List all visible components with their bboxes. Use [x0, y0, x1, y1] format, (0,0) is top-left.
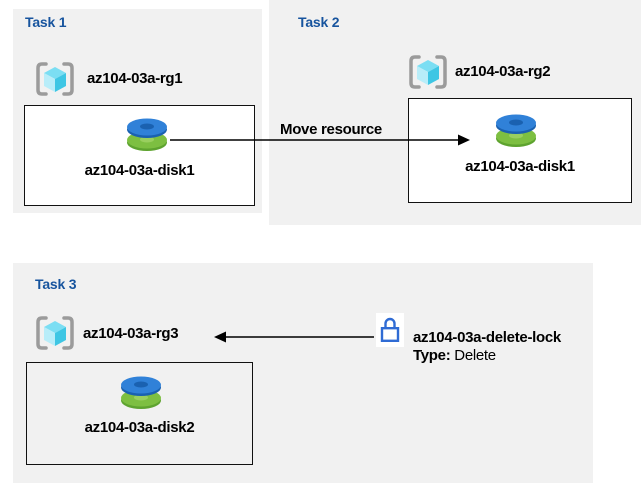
lock-type-label: Type: Delete: [413, 347, 496, 364]
task2-resource-label: az104-03a-disk1: [465, 158, 575, 175]
task3-panel: [13, 263, 593, 483]
task3-resource-group-label: az104-03a-rg3: [83, 325, 179, 342]
lock-icon: [376, 313, 404, 347]
task1-resource-box: az104-03a-disk1: [24, 105, 255, 206]
resource-group-icon: [33, 60, 77, 98]
lock-type-value: Delete: [454, 347, 496, 364]
resource-group-icon: [406, 53, 450, 91]
disk-icon: [118, 374, 164, 412]
disk-icon: [124, 116, 170, 154]
resource-group-icon: [33, 314, 77, 352]
task2-resource-box: az104-03a-disk1: [408, 98, 632, 203]
lock-type-key: Type:: [413, 347, 451, 364]
task3-title: Task 3: [35, 276, 77, 292]
task3-resource-box: az104-03a-disk2: [26, 362, 253, 465]
lock-name-label: az104-03a-delete-lock: [413, 329, 561, 346]
task2-title: Task 2: [298, 14, 340, 30]
disk-icon: [493, 112, 539, 150]
task2-resource-group-label: az104-03a-rg2: [455, 63, 551, 80]
task1-resource-label: az104-03a-disk1: [84, 162, 195, 179]
task3-resource-label: az104-03a-disk2: [84, 419, 195, 436]
task1-resource-group-label: az104-03a-rg1: [87, 70, 183, 87]
move-resource-arrow-label: Move resource: [280, 121, 382, 138]
task1-title: Task 1: [25, 14, 67, 30]
